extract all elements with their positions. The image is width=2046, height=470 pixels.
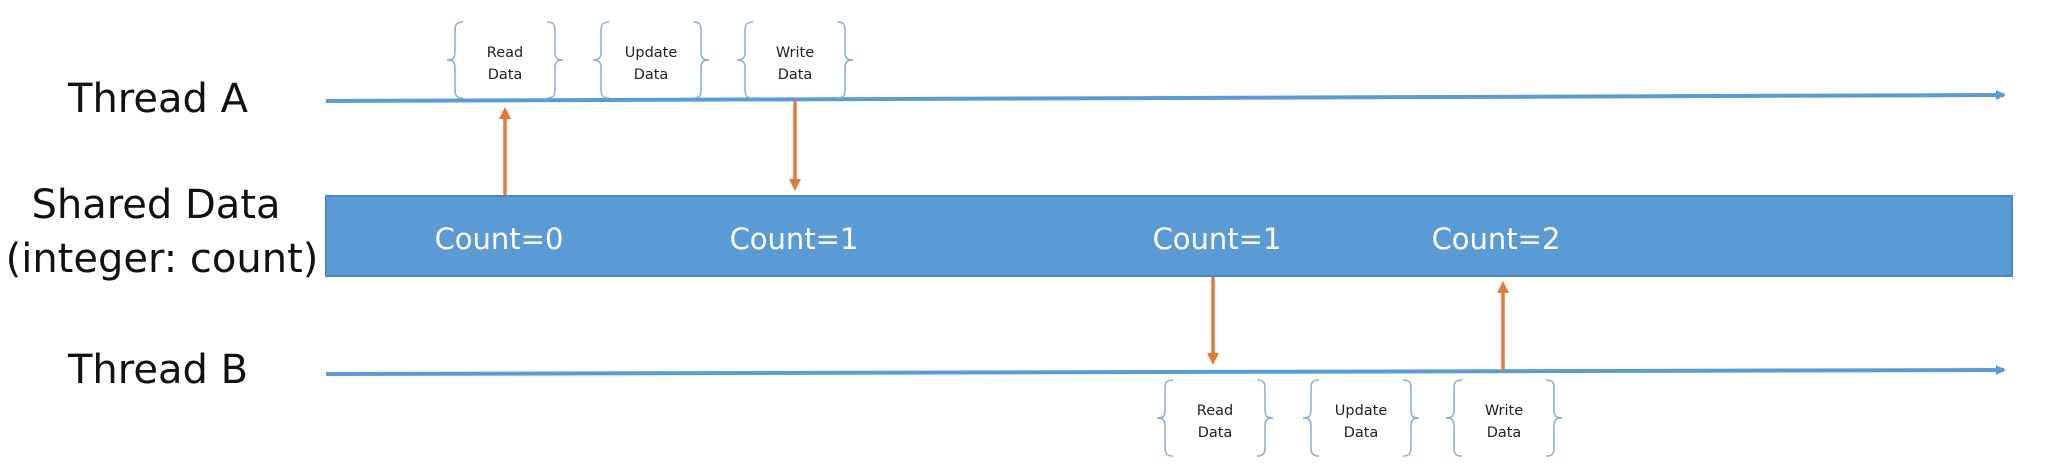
op-label: Data: [488, 67, 523, 83]
shared-data-label: Shared Data: [31, 182, 280, 228]
thread-b-write-op: Write Data: [1445, 379, 1563, 457]
thread-a-write-op: Write Data: [736, 21, 854, 99]
left-brace-icon: [1445, 379, 1463, 457]
op-label: Data: [1487, 425, 1522, 441]
right-brace-icon: [1256, 379, 1274, 457]
thread-a-update-op: Update Data: [592, 21, 710, 99]
shared-data-bar: [325, 195, 2013, 277]
count-value: Count=1: [730, 222, 859, 256]
left-brace-icon: [1302, 379, 1320, 457]
left-brace-icon: [446, 21, 464, 99]
op-label: Write: [1485, 403, 1523, 419]
count-value: Count=0: [435, 222, 564, 256]
op-label: Data: [1198, 425, 1233, 441]
op-label: Update: [625, 45, 678, 61]
op-label: Read: [1197, 403, 1233, 419]
op-label: Write: [776, 45, 814, 61]
op-label: Data: [1344, 425, 1379, 441]
count-value: Count=2: [1432, 222, 1561, 256]
right-brace-icon: [1402, 379, 1420, 457]
left-brace-icon: [1156, 379, 1174, 457]
right-brace-icon: [546, 21, 564, 99]
thread-b-read-op: Read Data: [1156, 379, 1274, 457]
count-value: Count=1: [1153, 222, 1282, 256]
thread-b-timeline: [325, 365, 2006, 376]
op-label: Update: [1335, 403, 1388, 419]
thread-a-timeline: [325, 90, 2006, 103]
op-label: Data: [778, 67, 813, 83]
left-brace-icon: [736, 21, 754, 99]
left-brace-icon: [592, 21, 610, 99]
thread-a-read-op: Read Data: [446, 21, 564, 99]
right-brace-icon: [1545, 379, 1563, 457]
op-label: Data: [634, 67, 669, 83]
shared-data-type-label: (integer: count): [6, 236, 319, 282]
right-brace-icon: [836, 21, 854, 99]
op-label: Read: [487, 45, 523, 61]
thread-a-label: Thread A: [67, 76, 249, 122]
thread-b-update-op: Update Data: [1302, 379, 1420, 457]
right-brace-icon: [692, 21, 710, 99]
thread-b-label: Thread B: [67, 347, 248, 393]
